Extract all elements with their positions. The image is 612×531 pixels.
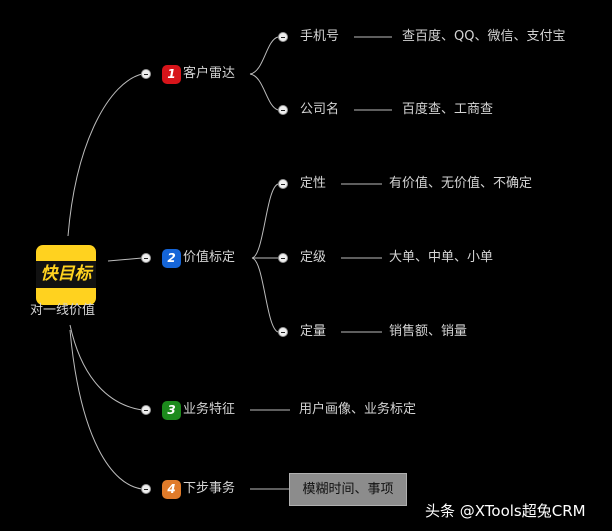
watermark: 头条 @XTools超兔CRM	[425, 502, 586, 520]
b2-c2-label[interactable]: 定级	[300, 250, 327, 265]
b1-c1-label[interactable]: 手机号	[300, 29, 340, 44]
connector-root-branch-3	[69, 324, 143, 411]
branch-1-number-badge: 1	[162, 65, 181, 84]
b2-c2-detail[interactable]: 大单、中单、小单	[389, 250, 494, 265]
collapse-toggle-branch-2[interactable]	[141, 253, 151, 263]
b2-c1-detail[interactable]: 有价值、无价值、不确定	[389, 176, 533, 191]
collapse-toggle-b2-c1[interactable]	[278, 179, 288, 189]
connector-root-branch-4	[69, 329, 143, 490]
branch-4-label[interactable]: 下步事务	[183, 481, 236, 496]
logo-band	[36, 261, 96, 288]
b2-c3-detail[interactable]: 销售额、销量	[389, 324, 468, 339]
branch-2-number-badge: 2	[162, 249, 181, 268]
b1-c1-detail[interactable]: 查百度、QQ、微信、支付宝	[402, 29, 566, 44]
connector-root-branch-1	[67, 73, 143, 237]
connector-b2-c3	[251, 257, 279, 333]
collapse-toggle-branch-3[interactable]	[141, 405, 151, 415]
logo-text: 快目标	[40, 264, 92, 284]
connector-root-branch-2	[107, 257, 143, 262]
collapse-toggle-b2-c3[interactable]	[278, 327, 288, 337]
branch-1-label[interactable]: 客户雷达	[183, 66, 236, 81]
branch-3-number-badge: 3	[162, 401, 181, 420]
branch-2-label[interactable]: 价值标定	[183, 250, 236, 265]
collapse-toggle-b1-c1[interactable]	[278, 32, 288, 42]
b1-c2-detail[interactable]: 百度查、工商查	[402, 102, 494, 117]
branch-3-detail[interactable]: 用户画像、业务标定	[299, 402, 417, 417]
branch-3-label[interactable]: 业务特征	[183, 402, 236, 417]
branch-4-detail-box[interactable]: 模糊时间、事项	[289, 473, 407, 506]
collapse-toggle-branch-4[interactable]	[141, 484, 151, 494]
connector-b1-c1	[249, 36, 279, 75]
collapse-toggle-b1-c2[interactable]	[278, 105, 288, 115]
b2-c3-label[interactable]: 定量	[300, 324, 327, 339]
b2-c1-label[interactable]: 定性	[300, 176, 327, 191]
collapse-toggle-b2-c2[interactable]	[278, 253, 288, 263]
root-logo: 快目标	[36, 245, 96, 305]
connector-b1-c2	[249, 73, 279, 111]
b1-c2-label[interactable]: 公司名	[300, 102, 340, 117]
collapse-toggle-branch-1[interactable]	[141, 69, 151, 79]
connector-b2-c1	[251, 183, 279, 259]
root-label[interactable]: 对一线价值	[30, 303, 96, 318]
branch-4-number-badge: 4	[162, 480, 181, 499]
